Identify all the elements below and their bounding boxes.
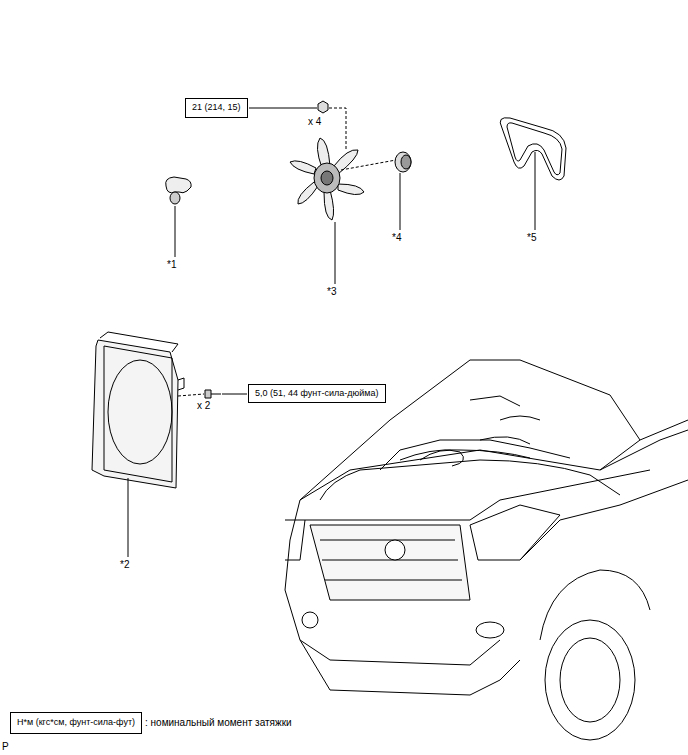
quantity-label: x 4 (308, 116, 321, 128)
part-4 (395, 152, 411, 172)
torque-value: 21 (214, 15) (192, 102, 241, 113)
torque-box: 21 (214, 15) (185, 98, 248, 118)
dashed-line (329, 108, 346, 150)
part-1 (166, 177, 191, 193)
leader-line (175, 206, 176, 257)
torque-value: 5,0 (51, 44 фунт-сила-дюйма) (255, 388, 379, 399)
vehicle-illustration (285, 360, 688, 740)
leader-line (535, 152, 536, 230)
dashed-line (341, 160, 396, 170)
callout-number: *4 (392, 232, 401, 244)
callout-number: *5 (527, 232, 536, 244)
leader-line (222, 394, 247, 395)
note-text: P (2, 741, 9, 753)
part-1 (170, 192, 180, 204)
callout-number: *2 (120, 559, 129, 571)
leader-line (400, 173, 401, 230)
callout-number: *3 (327, 286, 336, 298)
leader-line (249, 108, 317, 109)
dashed-line (178, 394, 204, 396)
quantity-label: x 2 (197, 400, 210, 412)
leader-line (128, 478, 129, 557)
leader-line (335, 222, 336, 284)
v-belt (500, 118, 566, 180)
bolt-icon (205, 390, 221, 398)
note-text: : номинальный момент затяжки (145, 717, 292, 729)
fan (290, 138, 364, 220)
part-4 (401, 155, 411, 169)
nut-icon (318, 101, 328, 113)
callout-number: *1 (167, 259, 176, 271)
legend-box: Н*м (кгс*см, фунт-сила-фут) (10, 712, 142, 734)
torque-box: 5,0 (51, 44 фунт-сила-дюйма) (248, 384, 386, 403)
fan-shroud (92, 332, 184, 488)
torque-value: Н*м (кгс*см, фунт-сила-фут) (17, 717, 135, 728)
